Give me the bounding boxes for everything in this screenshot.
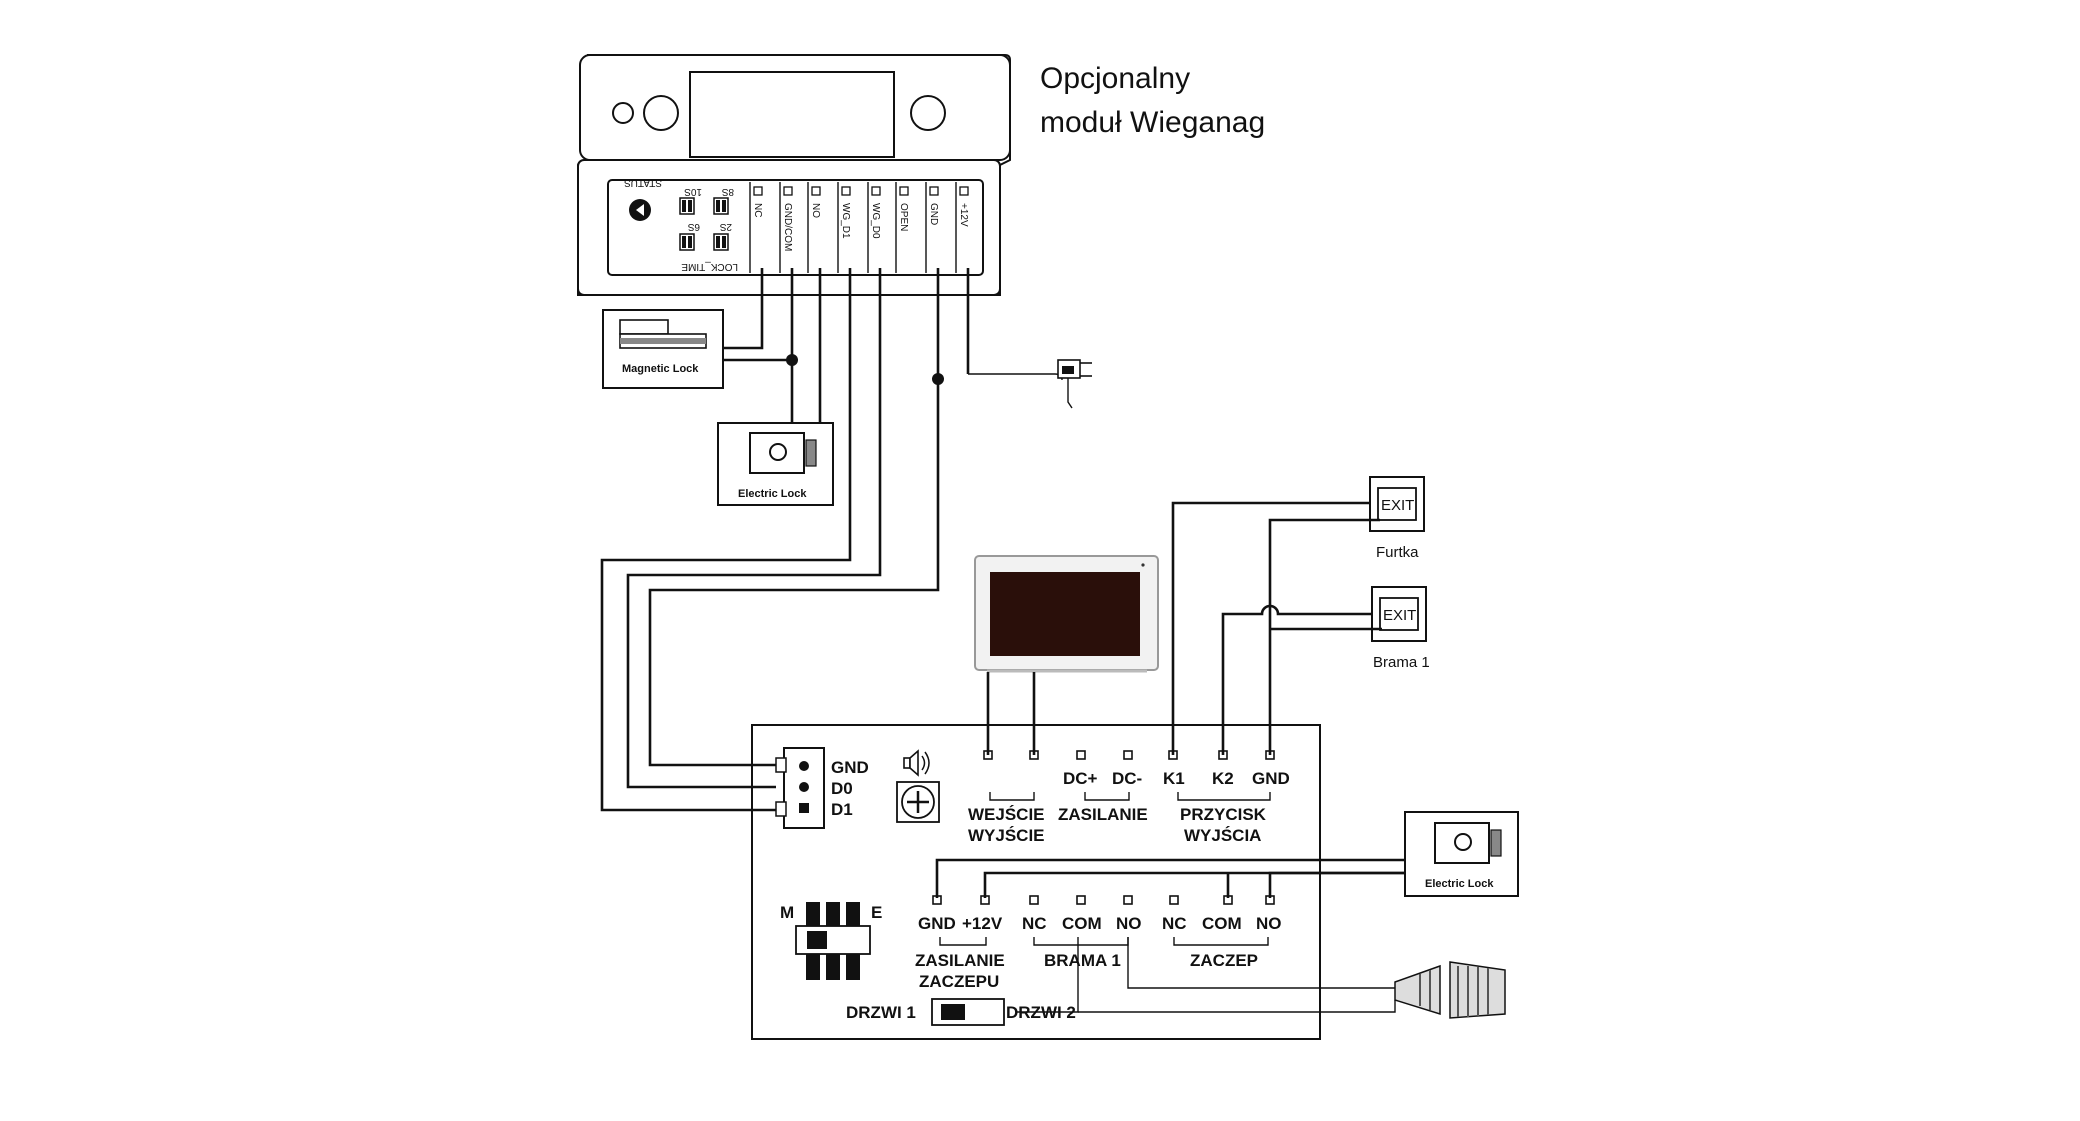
module-button [910, 95, 946, 131]
group-zasilanie-zaczepu-2: ZACZEPU [919, 972, 999, 991]
term-no-zaczep: NO [1256, 914, 1282, 933]
magnetic-lock-label: Magnetic Lock [622, 363, 699, 375]
module-terminal-label: WG_D1 [840, 203, 851, 239]
term-no-brama: NO [1116, 914, 1142, 933]
wiegand-module: STATUS 10S 8S 6S 2S LOCK_TIME NC [577, 54, 1011, 296]
module-terminal-square [841, 186, 851, 196]
exit2-label: EXIT [1383, 607, 1416, 624]
bottom-terminal-squares [932, 895, 1275, 905]
group-wyjscie: WYJŚCIE [968, 826, 1045, 845]
group-zasilanie-zaczepu-1: ZASILANIE [915, 951, 1005, 970]
dip-label-10s: 10S [684, 186, 702, 197]
terminal-square [1123, 895, 1133, 905]
exit-button-brama: EXIT Brama 1 [1371, 586, 1430, 671]
terminal-square [1076, 750, 1086, 760]
term-gnd-top: GND [1252, 769, 1290, 788]
group-zaczep: ZACZEP [1190, 951, 1258, 970]
group-przycisk: PRZYCISK [1180, 805, 1267, 824]
speaker-icon [903, 749, 930, 777]
term-dcplus: DC+ [1063, 769, 1098, 788]
mode-switch-block: M E [780, 902, 882, 980]
module-terminal-label: OPEN [898, 203, 909, 231]
pin-label-d0: D0 [831, 779, 853, 798]
module-terminal-square [811, 186, 821, 196]
module-terminal-square [783, 186, 793, 196]
lock-time-label: LOCK_TIME [681, 261, 738, 272]
module-terminal-label: NC [752, 203, 763, 217]
module-terminal-label: WG_D0 [870, 203, 881, 239]
electric-lock-top-label: Electric Lock [738, 488, 807, 500]
switch-e-label: E [871, 903, 882, 922]
terminal-square [1123, 750, 1133, 760]
wiegand-connector: GND D0 D1 [775, 747, 869, 829]
group-wejscie: WEJŚCIE [968, 805, 1045, 824]
exit1-caption: Furtka [1376, 544, 1419, 561]
electric-lock-right-label: Electric Lock [1425, 878, 1494, 890]
module-terminal-square [959, 186, 969, 196]
module-caption-line1: Opcjonalny [1040, 62, 1190, 95]
module-led-small [612, 102, 634, 124]
module-terminal-square [899, 186, 909, 196]
module-caption-line2: moduł Wieganag [1040, 106, 1265, 139]
term-nc-brama: NC [1022, 914, 1047, 933]
group-brama: BRAMA 1 [1044, 951, 1121, 970]
module-terminal-square [929, 186, 939, 196]
intercom-panel: GND D0 D1 DC+ DC- K1 K2 GND WEJŚCIE WYJŚ… [751, 724, 1321, 1040]
status-indicator: STATUS [624, 177, 662, 221]
module-terminal-label: GND [928, 203, 939, 225]
status-label: STATUS [624, 177, 662, 188]
electric-lock-right: Electric Lock [1404, 811, 1519, 897]
dip-label-2s: 2S [719, 221, 732, 232]
monitor [974, 555, 1159, 673]
module-window [689, 71, 895, 158]
dip-label-6s: 6S [687, 221, 700, 232]
exit1-label: EXIT [1381, 497, 1414, 514]
exit2-caption: Brama 1 [1373, 654, 1430, 671]
pin-label-d1: D1 [831, 800, 853, 819]
volume-knob [896, 781, 940, 823]
terminal-square [1076, 895, 1086, 905]
module-terminal-square [753, 186, 763, 196]
term-dcminus: DC- [1112, 769, 1142, 788]
lock-time-switches: 10S 8S 6S 2S LOCK_TIME [679, 186, 738, 272]
module-terminal-label: NO [810, 203, 821, 218]
module-terminal-panel [607, 179, 984, 276]
exit-button-furtka: EXIT Furtka [1369, 476, 1425, 561]
electric-lock-top: Electric Lock [717, 422, 834, 506]
wires [600, 268, 1405, 1013]
terminal-square [1029, 895, 1039, 905]
term-12v: +12V [962, 914, 1003, 933]
module-terminal-label: +12V [958, 203, 969, 227]
magnetic-lock: Magnetic Lock [602, 309, 724, 389]
switch-m-label: M [780, 903, 794, 922]
door-select-switch: DRZWI 1 DRZWI 2 [846, 998, 1076, 1026]
drzwi1-label: DRZWI 1 [846, 1003, 916, 1022]
term-k2: K2 [1212, 769, 1234, 788]
pin-label-gnd: GND [831, 758, 869, 777]
dip-label-8s: 8S [721, 186, 734, 197]
terminal-square [1169, 895, 1179, 905]
term-nc-zaczep: NC [1162, 914, 1187, 933]
gate-motor-icon [1394, 961, 1506, 1019]
term-com-brama: COM [1062, 914, 1102, 933]
module-terminal-label: GND/COM [782, 203, 793, 251]
term-com-zaczep: COM [1202, 914, 1242, 933]
term-gnd-bottom: GND [918, 914, 956, 933]
module-terminal-square [871, 186, 881, 196]
module-led-large [643, 95, 679, 131]
term-k1: K1 [1163, 769, 1185, 788]
power-plug-icon [968, 359, 1092, 409]
module-terminals: NC GND/COM NO WG_D1 WG_D0 OPEN GND +12V [749, 182, 969, 273]
group-zasilanie: ZASILANIE [1058, 805, 1148, 824]
group-wyjscia: WYJŚCIA [1184, 826, 1261, 845]
